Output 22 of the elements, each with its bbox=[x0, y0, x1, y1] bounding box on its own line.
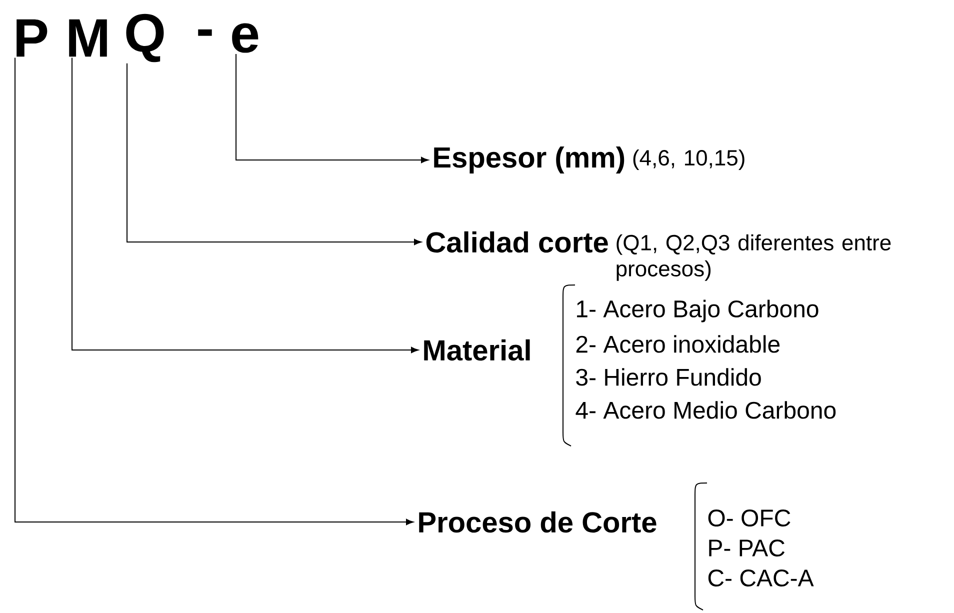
list-item: 2- Acero inoxidable bbox=[576, 335, 780, 353]
list-item: 1- Acero Bajo Carbono bbox=[577, 300, 818, 322]
field-label: Calidad corte bbox=[426, 231, 608, 253]
list-item: P- PAC bbox=[709, 540, 785, 556]
connector-arrow bbox=[14, 57, 414, 526]
list-item: C- CAC-A bbox=[708, 570, 814, 586]
code-letter: - bbox=[198, 29, 212, 36]
connector-arrow bbox=[72, 57, 419, 354]
code-letter: Q bbox=[126, 14, 164, 62]
list-item: 4- Acero Medio Carbono bbox=[576, 401, 836, 419]
list-item: O- OFC bbox=[708, 510, 790, 526]
connector-arrow bbox=[126, 62, 422, 246]
code-letter: e bbox=[232, 23, 258, 53]
code-letter: M bbox=[69, 19, 107, 57]
field-label: Espesor (mm) bbox=[434, 146, 624, 174]
note-text: (4,6, 10,15) bbox=[633, 149, 744, 170]
connector-arrow bbox=[236, 54, 428, 164]
note-text: (Q1, Q2,Q3 diferentes entre procesos) bbox=[616, 234, 891, 281]
code-letter: P bbox=[16, 19, 48, 57]
field-label: Proceso de Corte bbox=[419, 511, 656, 533]
field-label: Material bbox=[424, 339, 530, 361]
list-item: 3- Hierro Fundido bbox=[576, 368, 761, 386]
